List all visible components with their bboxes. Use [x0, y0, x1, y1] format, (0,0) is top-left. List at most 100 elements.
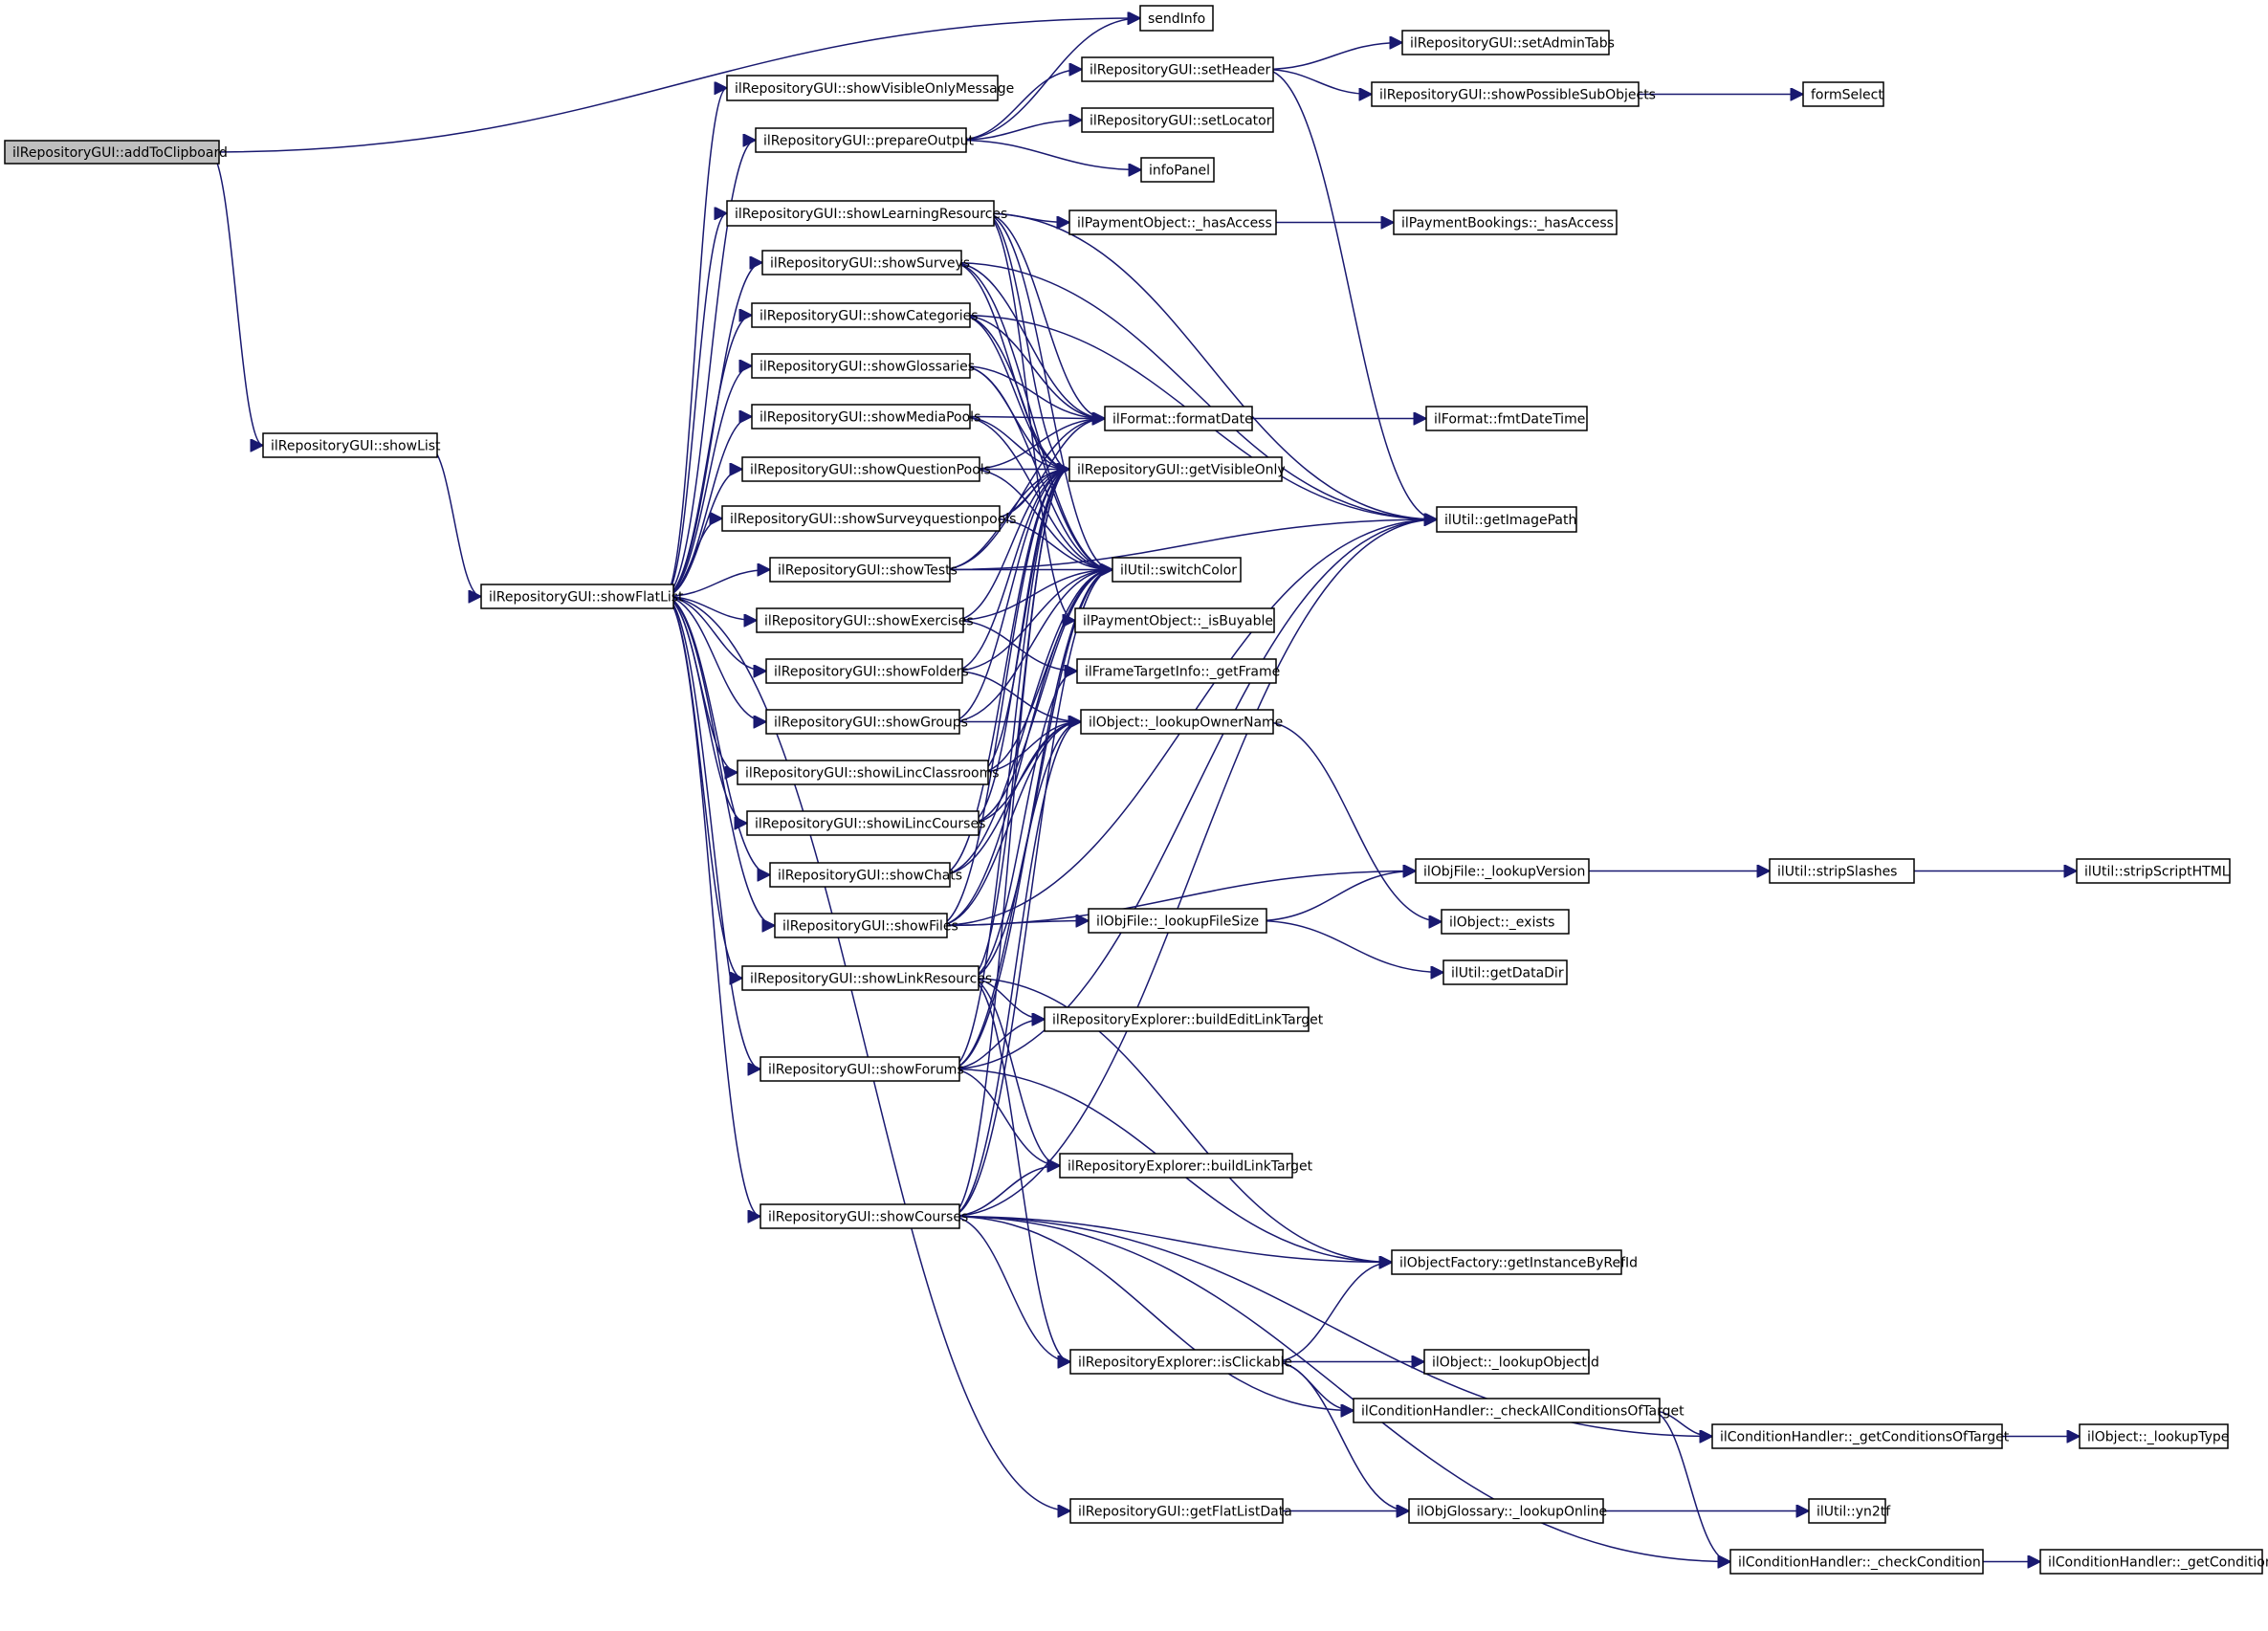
node-checkAllConditionsOfTarget[interactable]: ilConditionHandler::_checkAllConditionsO…: [1353, 1398, 1684, 1423]
node-getFlatListData[interactable]: ilRepositoryGUI::getFlatListData: [1069, 1498, 1292, 1524]
node-showiLincCourses[interactable]: ilRepositoryGUI::showiLincCourses: [746, 810, 985, 836]
node-getImagePath[interactable]: ilUtil::getImagePath: [1436, 506, 1577, 533]
node-box[interactable]: [1112, 557, 1242, 583]
node-box[interactable]: [756, 607, 964, 633]
node-box[interactable]: [1371, 81, 1640, 107]
node-sendInfo[interactable]: sendInfo: [1139, 5, 1214, 32]
node-box[interactable]: [2076, 858, 2231, 884]
node-box[interactable]: [755, 127, 967, 153]
node-showGlossaries[interactable]: ilRepositoryGUI::showGlossaries: [751, 353, 975, 379]
node-box[interactable]: [765, 658, 963, 684]
node-showVisibleOnlyMessage[interactable]: ilRepositoryGUI::showVisibleOnlyMessage: [726, 75, 1014, 101]
node-box[interactable]: [1140, 157, 1215, 183]
node-box[interactable]: [1044, 1006, 1310, 1032]
node-box[interactable]: [2079, 1423, 2229, 1449]
node-box[interactable]: [760, 1056, 960, 1082]
node-box[interactable]: [1069, 1349, 1284, 1375]
node-box[interactable]: [1353, 1398, 1661, 1423]
node-box[interactable]: [761, 250, 962, 276]
node-getVisibleOnly[interactable]: ilRepositoryGUI::getVisibleOnly: [1068, 456, 1286, 482]
node-showSurveyquestionpools[interactable]: ilRepositoryGUI::showSurveyquestionpools: [721, 505, 1016, 532]
node-lookupFileSize[interactable]: ilObjFile::_lookupFileSize: [1088, 908, 1267, 934]
node-showFiles[interactable]: ilRepositoryGUI::showFiles: [774, 913, 958, 938]
node-bookHasAccess[interactable]: ilPaymentBookings::_hasAccess: [1393, 209, 1618, 235]
node-box[interactable]: [1808, 1498, 1886, 1524]
node-box[interactable]: [1423, 1349, 1590, 1375]
node-box[interactable]: [769, 557, 951, 583]
node-lookupOnline[interactable]: ilObjGlossary::_lookupOnline: [1408, 1498, 1607, 1524]
node-box[interactable]: [1059, 1153, 1293, 1179]
node-getFrame[interactable]: ilFrameTargetInfo::_getFrame: [1076, 658, 1280, 684]
node-box[interactable]: [1391, 1249, 1622, 1275]
node-buildLinkTarget[interactable]: ilRepositoryExplorer::buildLinkTarget: [1059, 1153, 1313, 1179]
node-showLearningResources[interactable]: ilRepositoryGUI::showLearningResources: [726, 200, 1007, 227]
node-box[interactable]: [1080, 709, 1274, 735]
node-getConditionsOfTarget[interactable]: ilConditionHandler::_getConditionsOfTarg…: [1711, 1423, 2010, 1449]
node-infoPanel[interactable]: infoPanel: [1140, 157, 1215, 183]
node-box[interactable]: [1139, 5, 1214, 32]
node-box[interactable]: [774, 913, 948, 938]
node-showList[interactable]: ilRepositoryGUI::showList: [262, 432, 441, 458]
node-showCourses[interactable]: ilRepositoryGUI::showCourses: [760, 1203, 968, 1229]
node-lookupOwnerName[interactable]: ilObject::_lookupOwnerName: [1080, 709, 1283, 735]
node-checkCondition[interactable]: ilConditionHandler::_checkCondition: [1729, 1549, 1984, 1575]
node-box[interactable]: [4, 140, 220, 165]
node-stripScriptHTML[interactable]: ilUtil::stripScriptHTML: [2076, 858, 2231, 884]
node-box[interactable]: [1802, 81, 1884, 107]
node-box[interactable]: [721, 505, 1001, 532]
node-box[interactable]: [760, 1203, 960, 1229]
node-showTests[interactable]: ilRepositoryGUI::showTests: [769, 557, 958, 583]
node-box[interactable]: [262, 432, 438, 458]
node-stripSlashes[interactable]: ilUtil::stripSlashes: [1769, 858, 1915, 884]
node-showFolders[interactable]: ilRepositoryGUI::showFolders: [765, 658, 969, 684]
node-box[interactable]: [480, 584, 674, 609]
node-showGroups[interactable]: ilRepositoryGUI::showGroups: [765, 709, 968, 735]
node-box[interactable]: [1076, 658, 1277, 684]
node-box[interactable]: [1401, 30, 1610, 55]
node-box[interactable]: [1408, 1498, 1604, 1524]
node-showQuestionPools[interactable]: ilRepositoryGUI::showQuestionPools: [741, 456, 991, 482]
node-box[interactable]: [1442, 959, 1568, 985]
node-box[interactable]: [1415, 858, 1590, 884]
node-yn2tf[interactable]: ilUtil::yn2tf: [1808, 1498, 1891, 1524]
node-box[interactable]: [1074, 607, 1275, 633]
node-box[interactable]: [746, 810, 980, 836]
node-showPossibleSubObjects[interactable]: ilRepositoryGUI::showPossibleSubObjects: [1371, 81, 1656, 107]
node-getDataDir[interactable]: ilUtil::getDataDir: [1442, 959, 1568, 985]
node-box[interactable]: [1729, 1549, 1984, 1575]
node-lookupVersion[interactable]: ilObjFile::_lookupVersion: [1415, 858, 1590, 884]
node-box[interactable]: [726, 75, 999, 101]
node-showExercises[interactable]: ilRepositoryGUI::showExercises: [756, 607, 974, 633]
node-showMediaPools[interactable]: ilRepositoryGUI::showMediaPools: [751, 404, 980, 430]
node-box[interactable]: [751, 353, 971, 379]
node-getInstanceByRefId[interactable]: ilObjectFactory::getInstanceByRefId: [1391, 1249, 1638, 1275]
node-box[interactable]: [737, 760, 989, 785]
node-isBuyable[interactable]: ilPaymentObject::_isBuyable: [1074, 607, 1275, 633]
node-lookupObjectId[interactable]: ilObject::_lookupObjectId: [1423, 1349, 1599, 1375]
node-fmtDateTime[interactable]: ilFormat::fmtDateTime: [1425, 406, 1588, 431]
node-setAdminTabs[interactable]: ilRepositoryGUI::setAdminTabs: [1401, 30, 1615, 55]
node-showCategories[interactable]: ilRepositoryGUI::showCategories: [751, 302, 979, 328]
node-box[interactable]: [1436, 506, 1577, 533]
node-getCondition[interactable]: ilConditionHandler::_getCondition: [2039, 1549, 2268, 1575]
node-box[interactable]: [741, 965, 980, 991]
node-switchColor[interactable]: ilUtil::switchColor: [1112, 557, 1242, 583]
node-setLocator[interactable]: ilRepositoryGUI::setLocator: [1081, 107, 1274, 133]
node-box[interactable]: [1081, 56, 1274, 82]
node-box[interactable]: [1769, 858, 1915, 884]
node-showFlatList[interactable]: ilRepositoryGUI::showFlatList: [480, 584, 684, 609]
node-showChats[interactable]: ilRepositoryGUI::showChats: [769, 862, 962, 888]
node-addToClipboard[interactable]: ilRepositoryGUI::addToClipboard: [4, 140, 228, 165]
node-box[interactable]: [769, 862, 951, 888]
node-box[interactable]: [1711, 1423, 2003, 1449]
node-box[interactable]: [741, 456, 980, 482]
node-box[interactable]: [1081, 107, 1274, 133]
node-box[interactable]: [1069, 1498, 1284, 1524]
node-box[interactable]: [1088, 908, 1267, 934]
node-box[interactable]: [751, 302, 971, 328]
node-showForums[interactable]: ilRepositoryGUI::showForums: [760, 1056, 964, 1082]
node-box[interactable]: [1425, 406, 1588, 431]
node-payHasAccess[interactable]: ilPaymentObject::_hasAccess: [1068, 209, 1277, 235]
node-box[interactable]: [1441, 909, 1570, 935]
node-formatDate[interactable]: ilFormat::formatDate: [1104, 406, 1253, 431]
